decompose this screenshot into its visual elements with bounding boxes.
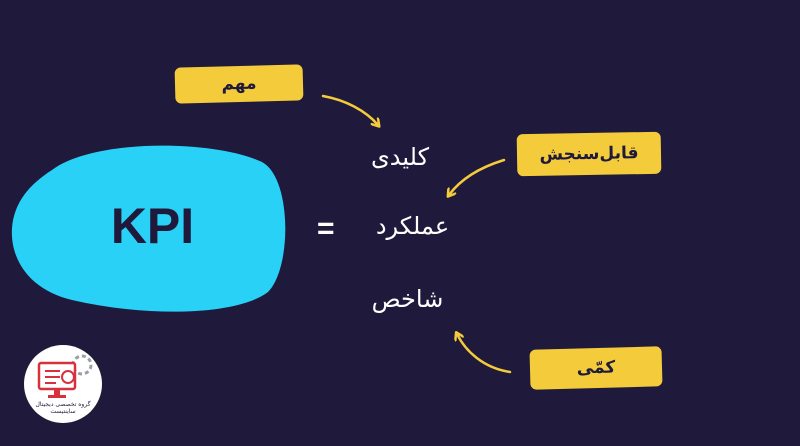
- arrow-quantitative: [457, 334, 512, 374]
- word-performance: عملکرد: [375, 212, 450, 240]
- word-key: کلیدی: [371, 143, 429, 171]
- word-indicator: شاخص: [371, 285, 444, 313]
- logo-caption: گروه تخصصی دیجیتال ساینتیست: [35, 401, 91, 415]
- monitor-gear-icon: [37, 354, 93, 398]
- arrow-measurable: [449, 158, 506, 195]
- company-logo: گروه تخصصی دیجیتال ساینتیست: [24, 345, 102, 423]
- equals-sign: =: [317, 212, 335, 245]
- arrow-important: [321, 94, 378, 125]
- kpi-label: KPI: [110, 198, 195, 254]
